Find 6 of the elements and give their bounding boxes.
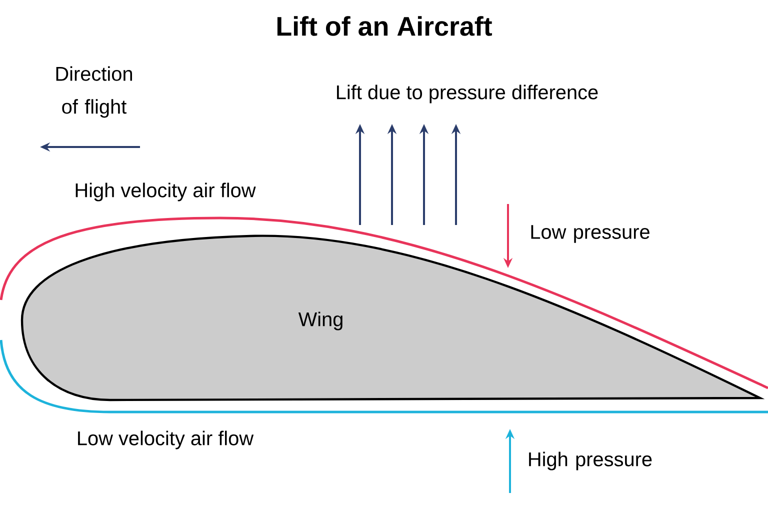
label: Lift due to pressure difference (337, 84, 598, 104)
label: Low velocity air flow (78, 430, 254, 450)
label: High velocity air flow (76, 182, 256, 202)
label: Direction of flight (56, 66, 132, 118)
title: Lift of an Aircraft (277, 16, 492, 36)
label: High pressure (529, 452, 652, 470)
